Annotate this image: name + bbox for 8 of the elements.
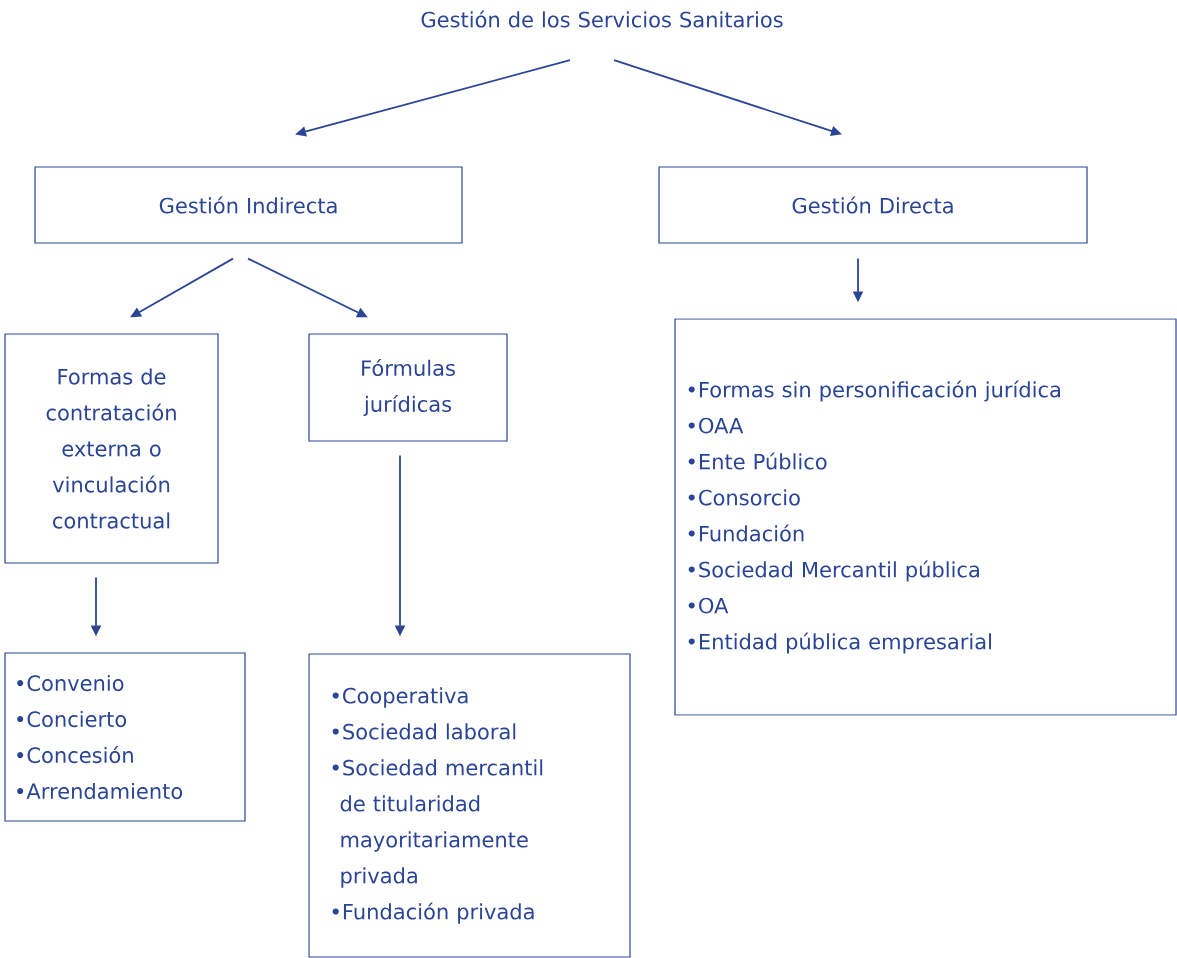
category-box: Gestión Indirecta bbox=[34, 166, 463, 244]
title-text: Gestión de los Servicios Sanitarios bbox=[421, 10, 783, 28]
list-box: •Cooperativa •Sociedad laboral •Sociedad mercantil de titularidad mayoritariamente privada •Fundación privada bbox=[308, 653, 631, 958]
category-box: Gestión Directa bbox=[658, 166, 1088, 244]
category-box: Formas de contratación externa o vinculación contractual bbox=[4, 333, 219, 564]
list-box: •Formas sin personificación jurídica •OAA •Ente Público •Consorcio •Fundación •Sociedad Mercantil pública •OA •Entidad pública empresarial bbox=[674, 318, 1177, 716]
category-box: Fórmulas jurídicas bbox=[308, 333, 508, 442]
list-box: •Convenio •Concierto •Concesión •Arrendamiento bbox=[4, 652, 246, 822]
